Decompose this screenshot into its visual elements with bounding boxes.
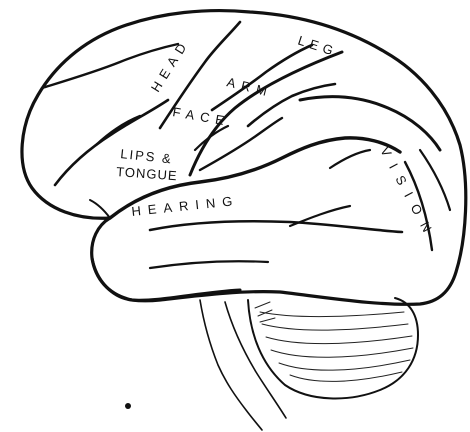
- label-face: FACE: [171, 104, 231, 129]
- label-lips: LIPS &: [120, 146, 174, 166]
- cerebellum-folia: [255, 302, 413, 381]
- label-head: HEAD: [148, 36, 193, 95]
- superior-temporal-sulcus: [150, 221, 402, 232]
- label-tongue: TONGUE: [116, 164, 178, 183]
- label-vision: VISION: [377, 144, 439, 243]
- stray-dot: [125, 403, 131, 409]
- label-leg: LEG: [296, 33, 340, 60]
